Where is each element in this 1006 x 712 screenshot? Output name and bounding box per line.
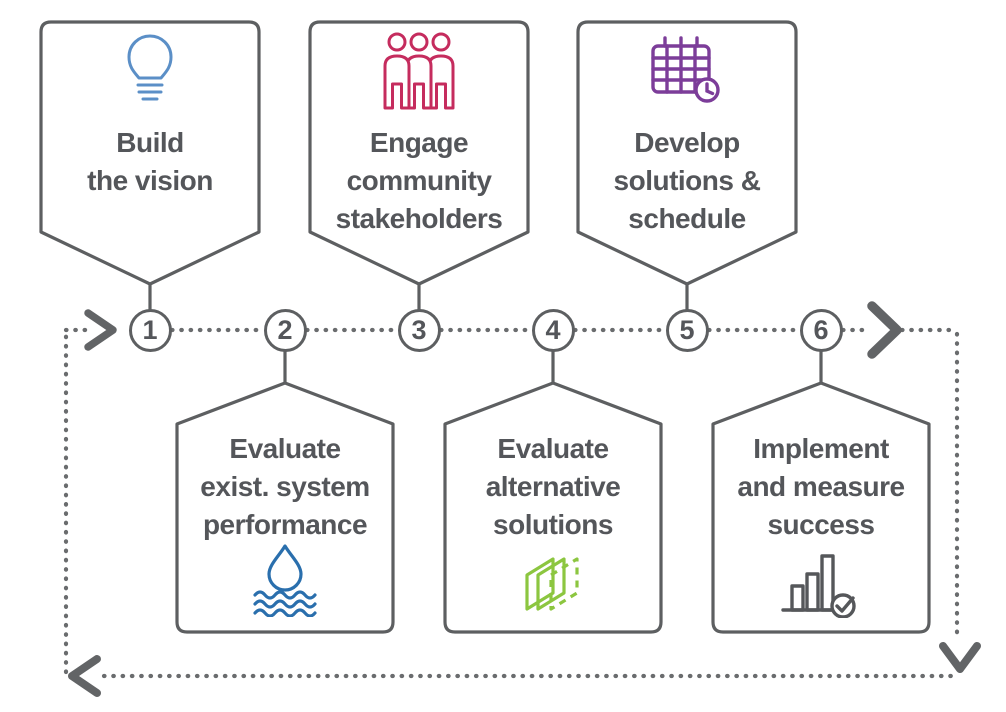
arrow-down-right-corner — [939, 642, 981, 673]
step-4-label: Evaluate alternative solutions — [485, 433, 621, 540]
box-stems — [148, 284, 823, 383]
step-2-box-outline — [175, 381, 395, 634]
step-4-number: 4 — [545, 314, 561, 345]
step-6-number-circle: 6 — [799, 308, 843, 352]
step-3-box-outline — [308, 20, 530, 286]
calendar-clock-icon — [651, 36, 720, 103]
step-6-label: Implement and measure success — [737, 433, 905, 540]
step-4-number-circle: 4 — [531, 308, 575, 352]
arrow-after-step-6 — [867, 301, 902, 359]
step-6-implement-measure-success: Implement and measure success — [713, 383, 929, 632]
step-4-box-outline — [443, 381, 663, 634]
step-1-number: 1 — [142, 314, 158, 345]
layers-icon — [525, 557, 579, 611]
step-1-box-outline — [39, 20, 261, 286]
arrow-left-bottom — [68, 655, 101, 697]
step-3-label: Engage community stakeholders — [335, 127, 503, 234]
step-2-number: 2 — [277, 314, 293, 345]
bar-chart-check-icon — [781, 554, 856, 618]
step-1-build-the-vision: Build the vision — [41, 22, 259, 284]
step-1-number-circle: 1 — [128, 308, 172, 352]
step-5-label: Develop solutions & schedule — [613, 127, 761, 234]
step-5-number: 5 — [679, 314, 695, 345]
step-5-number-circle: 5 — [665, 308, 709, 352]
step-2-label: Evaluate exist. system performance — [200, 433, 370, 540]
step-3-number-circle: 3 — [397, 308, 441, 352]
step-6-box-outline — [711, 381, 931, 634]
step-5-box-outline — [576, 20, 798, 286]
step-2-evaluate-existing-system: Evaluate exist. system performance — [177, 383, 393, 632]
water-drop-waves-icon — [253, 544, 317, 617]
step-4-evaluate-alternative-solutions: Evaluate alternative solutions — [445, 383, 661, 632]
people-group-icon — [383, 32, 455, 110]
step-5-develop-solutions-schedule: Develop solutions & schedule — [578, 22, 796, 284]
step-6-number: 6 — [813, 314, 829, 345]
step-3-engage-community-stakeholders: Engage community stakeholders — [310, 22, 528, 284]
step-3-number: 3 — [411, 314, 427, 345]
arrow-into-step-1 — [84, 309, 117, 351]
step-2-number-circle: 2 — [263, 308, 307, 352]
step-1-label: Build the vision — [87, 127, 213, 196]
lightbulb-icon — [127, 34, 173, 101]
dotted-flow-line — [63, 327, 960, 679]
